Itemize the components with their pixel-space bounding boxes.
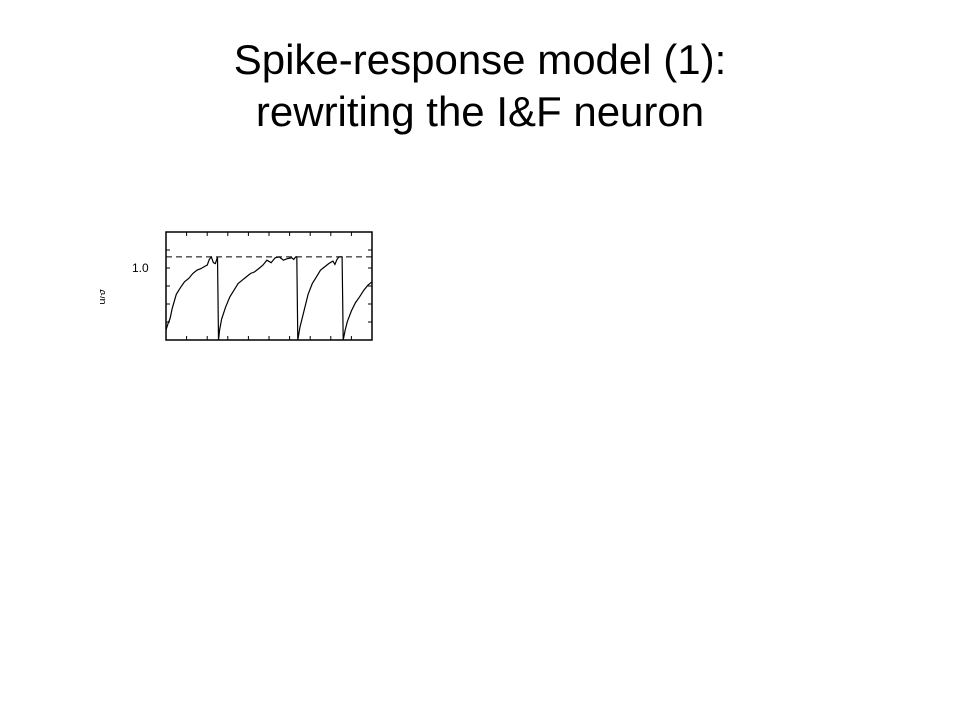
plot-frame (165, 231, 373, 341)
membrane-potential-plot: u/ϑ 1.0 (100, 231, 373, 341)
threshold-tick-label: 1.0 (132, 261, 149, 275)
membrane-potential-trace (165, 255, 373, 341)
y-axis-label: u/ϑ (100, 289, 108, 304)
slide-title-line-2: rewriting the I&F neuron (255, 88, 705, 135)
frame-ticks (166, 232, 372, 340)
slide-title-line-1: Spike-response model (1): (233, 36, 727, 83)
slide-title: Spike-response model (1): rewriting the … (0, 34, 960, 138)
